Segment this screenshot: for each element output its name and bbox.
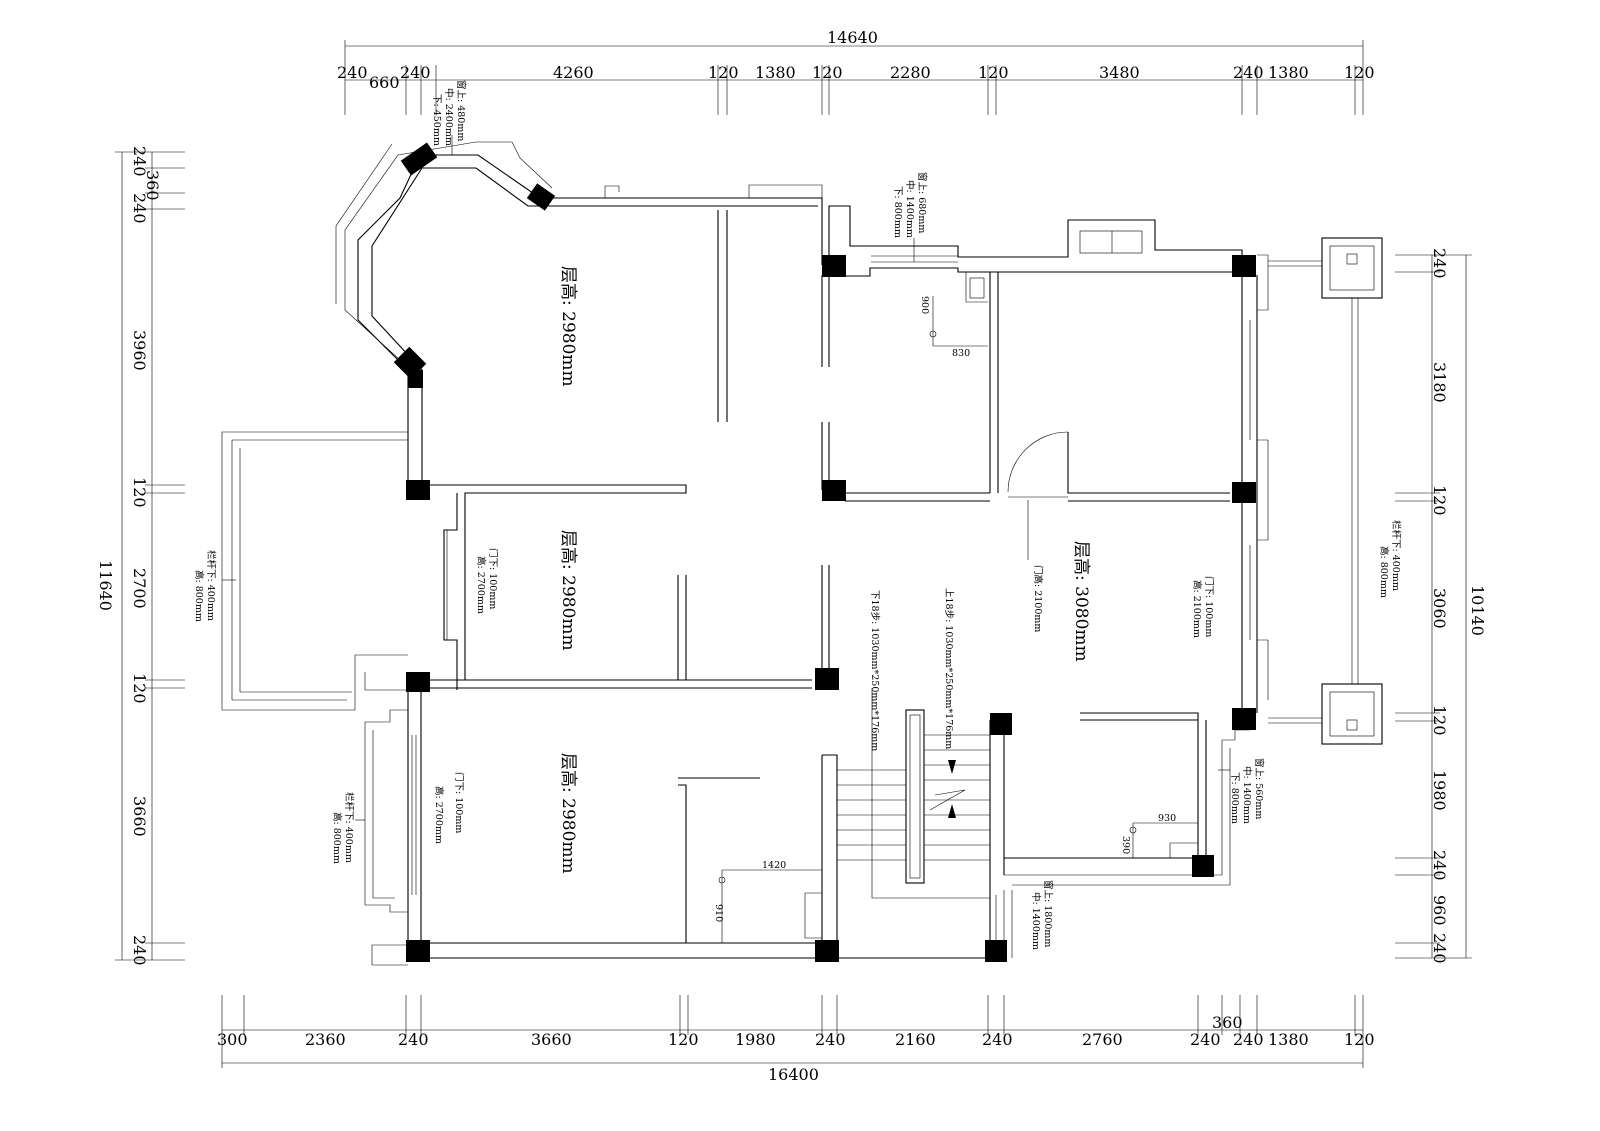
measure-note: 930 [1158,813,1176,824]
top-dim: 120 [708,63,739,82]
left-dim: 240 [130,193,149,224]
walls [221,141,1383,966]
bottom-dim: 2360 [305,1030,346,1049]
door-note: 门下: 100mm [453,772,465,833]
rail-note: 高: 800mm [331,812,343,864]
right-dim: 240 [1430,248,1449,279]
rail-note: 高: 800mm [1378,546,1390,598]
right-dim: 240 [1430,850,1449,881]
left-dim: 3960 [130,330,149,371]
top-dim: 660 [369,73,400,92]
top-dim: 1380 [1268,63,1309,82]
bottom-dim: 240 [1233,1030,1264,1049]
left-dim: 120 [130,477,149,508]
door-note: 门下: 100mm [487,548,499,609]
top-dim: 240 [337,63,368,82]
measure-note: 910 [713,904,724,922]
window-note: 窗上: 1800mm [1042,880,1054,947]
bottom-dim: 240 [398,1030,429,1049]
bottom-total-dim: 16400 [768,1065,819,1084]
door-note: 高: 2100mm [1191,580,1203,638]
door-note: 高: 2700mm [475,556,487,614]
top-dim: 240 [1233,63,1264,82]
top-dim: 120 [978,63,1009,82]
bottom-dim: 300 [217,1030,248,1049]
room-height-label: 层高: 3080mm [1071,541,1091,662]
window-note: 下: 800mm [1229,772,1240,824]
left-dim: 240 [130,935,149,966]
bottom-dim: 1980 [735,1030,776,1049]
door-note: 高: 2700mm [433,786,445,844]
structural-columns [393,142,1256,962]
rail-note: 栏杆下: 400mm [1390,520,1402,591]
bottom-dim: 240 [982,1030,1013,1049]
stair-note: 下18步: 1030mm*250mm*176mm [869,590,880,751]
room-height-label: 层高: 2980mm [558,753,578,874]
stair-note: 上18步: 1030mm*250mm*176mm [943,588,954,749]
door-note: 门高: 2100mm [1032,565,1044,632]
window-note: 下: 450mm [431,94,442,146]
bottom-dim: 3660 [531,1030,572,1049]
right-dimensions: 10140 240 3180 120 3060 120 1980 240 960… [1430,248,1487,964]
bottom-dim: 120 [1344,1030,1375,1049]
left-dim: 120 [130,673,149,704]
bottom-dim: 240 [815,1030,846,1049]
left-dim: 360 [143,170,162,201]
measure-note: 900 [919,296,930,314]
window-note: 中: 2400mm [443,88,455,146]
bottom-dim: 2760 [1082,1030,1123,1049]
bottom-dimensions: 300 2360 240 3660 120 1980 240 2160 240 … [217,1013,1375,1084]
right-dim: 3060 [1430,588,1449,629]
window-note: 窗上: 480mm [455,80,467,141]
measure-note: 830 [952,348,970,359]
right-dim: 240 [1430,933,1449,964]
window-note: 中: 1400mm [904,180,916,238]
left-dim: 240 [130,146,149,177]
room-height-label: 层高: 2980mm [558,530,578,651]
bottom-dim: 360 [1212,1013,1243,1032]
top-dim: 3480 [1099,63,1140,82]
door-note: 门下: 100mm [1203,576,1215,637]
rail-note: 栏杆下: 400mm [205,550,217,621]
measure-note: 390 [1120,836,1131,854]
top-total-dim: 14640 [827,28,878,47]
staircase [837,688,990,899]
right-total-dim: 10140 [1468,585,1487,636]
rail-note: 高: 800mm [193,570,205,622]
right-dim: 120 [1430,485,1449,516]
top-dim: 120 [812,63,843,82]
window-note: 中: 1400mm [1241,766,1253,824]
left-dim: 3660 [130,796,149,837]
bottom-dim: 120 [668,1030,699,1049]
measure-note: 1420 [762,860,786,871]
bottom-dim: 1380 [1268,1030,1309,1049]
left-total-dim: 11640 [96,560,115,611]
right-dim: 960 [1430,895,1449,926]
right-dim: 120 [1430,705,1449,736]
window-note: 中: 1400mm [1030,892,1042,950]
window-note: 窗上: 560mm [1253,758,1265,819]
top-dim: 1380 [755,63,796,82]
bottom-dim: 240 [1190,1030,1221,1049]
top-dim: 4260 [553,63,594,82]
annotations: 窗上: 480mm 中: 2400mm 下: 450mm 窗上: 680mm 中… [193,80,1402,950]
rail-note: 栏杆下: 400mm [343,792,355,863]
top-dim: 240 [400,63,431,82]
room-height-label: 层高: 2980mm [558,266,578,387]
room-labels: 层高: 2980mm 层高: 2980mm 层高: 2980mm 层高: 308… [558,266,1091,874]
right-dim: 3180 [1430,362,1449,403]
window-note: 窗上: 680mm [916,172,928,233]
top-dim: 2280 [890,63,931,82]
top-dimensions: 14640 240 660 240 4260 120 1380 120 2280… [337,28,1375,92]
window-note: 下: 800mm [892,186,903,238]
dimension-lines [115,40,1472,1068]
top-dim: 120 [1344,63,1375,82]
left-dimensions: 11640 240 360 240 3960 120 2700 120 3660… [96,146,162,966]
bottom-dim: 2160 [895,1030,936,1049]
right-dim: 1980 [1430,770,1449,811]
left-dim: 2700 [130,568,149,609]
